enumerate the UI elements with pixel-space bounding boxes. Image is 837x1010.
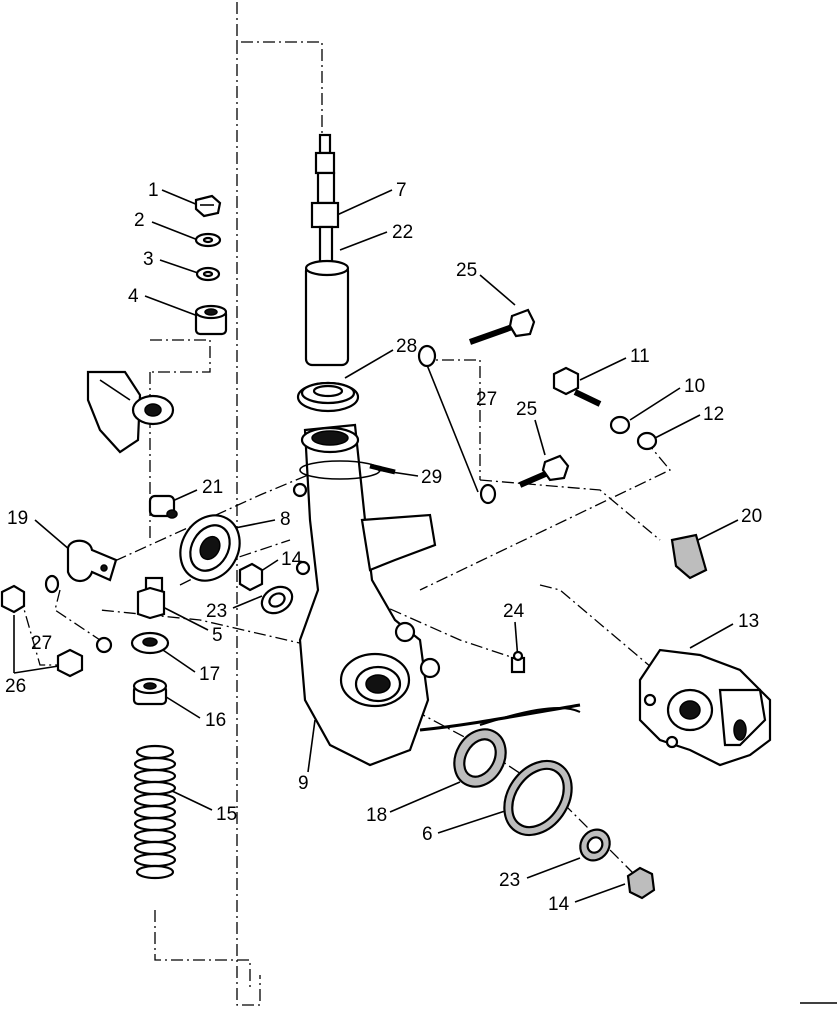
callout-25-lower: 25 [516,399,537,420]
callout-13: 13 [738,611,759,632]
seal-ring-28 [296,381,360,413]
washer-27-lower [479,483,497,505]
bolt-25-lower [518,454,570,488]
washer-27-upper [417,344,437,368]
mount-bracket [86,370,175,454]
clip-19 [66,539,118,583]
seal-18 [453,728,507,788]
steering-knuckle-9 [292,423,441,767]
nut-1 [194,194,222,218]
callout-1: 1 [148,180,159,201]
callout-14-upper: 14 [281,549,303,570]
washer-23-upper [260,585,294,615]
fitting-5 [136,576,166,620]
washer-10 [609,415,631,435]
callout-25-upper: 25 [456,260,477,281]
bolt-25-upper [468,308,536,345]
washer-12 [636,431,658,451]
callout-5: 5 [212,625,223,646]
washer-3 [195,266,221,282]
washer-17 [130,631,170,655]
bolt-11 [552,366,602,407]
castle-nut-14-upper [238,562,264,592]
callout-29: 29 [421,467,442,488]
callout-18: 18 [366,805,387,826]
callout-4: 4 [128,286,139,307]
callout-7: 7 [396,180,407,201]
callout-9: 9 [298,773,309,794]
washer-27-left [44,574,60,594]
grease-fitting-24 [510,650,526,674]
hose-clamp-29 [299,460,396,480]
callout-22: 22 [392,222,413,243]
callout-28: 28 [396,336,417,357]
callout-26: 26 [5,676,26,697]
callout-17: 17 [199,664,220,685]
bushing-4 [194,304,228,336]
washer-23-lower [579,828,611,862]
nut-26-lower [56,648,84,678]
callout-23-lower: 23 [499,870,520,891]
wedge-20 [670,533,708,580]
callout-10: 10 [684,376,705,397]
leader-lines [13,189,739,903]
callout-6: 6 [422,824,433,845]
callout-11: 11 [630,346,650,367]
callout-3: 3 [143,249,154,270]
brake-line [419,703,581,732]
callout-16: 16 [205,710,226,731]
washer-27-lower-left [95,636,113,654]
washer-2 [194,232,222,248]
callout-12: 12 [703,404,724,425]
seal-8 [179,514,241,582]
callout-19: 19 [7,508,28,529]
callout-8: 8 [280,509,291,530]
fitting-21 [148,494,178,519]
spring-15 [133,744,177,880]
callout-21: 21 [202,477,223,498]
nut-26-upper [0,584,26,614]
callout-23-upper: 23 [206,601,227,622]
bushing-16 [132,677,168,706]
callout-20: 20 [741,506,762,527]
caliper-13 [638,648,772,767]
callout-24: 24 [503,601,525,622]
callout-27-lower: 27 [31,633,52,654]
strut-shaft [304,133,350,367]
bearing-race-6 [503,759,573,837]
callout-27-upper: 27 [476,389,497,410]
castle-nut-14-lower [626,866,656,900]
callout-2: 2 [134,210,145,231]
callout-14-lower: 14 [548,894,570,915]
callout-15: 15 [216,804,237,825]
callout-labels: 1 2 3 4 7 22 25 28 11 10 27 12 25 21 29 … [5,180,762,915]
